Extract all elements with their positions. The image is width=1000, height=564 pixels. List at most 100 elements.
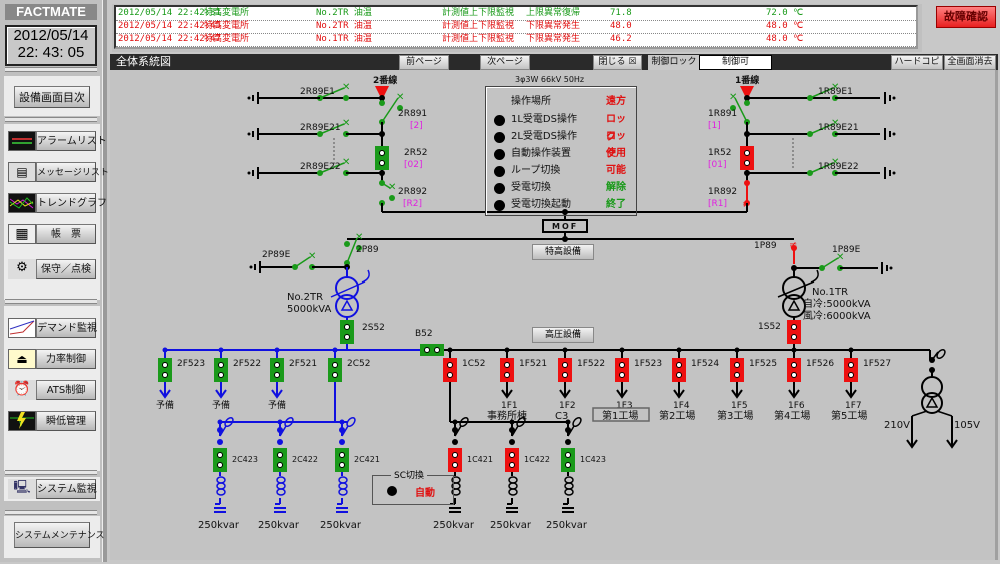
circuit-breaker-b52[interactable]	[420, 344, 444, 356]
device-label: 1F524	[691, 359, 719, 369]
circuit-breaker-1f525[interactable]	[730, 358, 744, 382]
voltage-dip-management-button[interactable]: 瞬低管理	[36, 411, 96, 431]
next-page-button[interactable]: 次ページ	[480, 55, 530, 70]
breaker-contact	[565, 452, 571, 458]
circuit-breaker-2c52[interactable]	[328, 358, 342, 382]
circuit-breaker-1r52[interactable]	[740, 146, 754, 170]
breaker-contact	[447, 362, 453, 368]
disconnector-blade-icon: ✕	[342, 82, 350, 93]
junction-dot	[247, 96, 251, 100]
device-label: 1C52	[462, 359, 485, 369]
disconnector-blade-icon: ✕	[308, 251, 316, 262]
status-indicator-icon	[494, 149, 505, 160]
device-label: 2P89	[356, 245, 379, 255]
line2-label: 2番線	[373, 74, 397, 86]
circuit-breaker-2f521[interactable]	[270, 358, 284, 382]
report-button[interactable]: 帳 票	[36, 224, 96, 244]
junction-dot	[730, 105, 736, 111]
alarm-list-button[interactable]: アラームリスト	[36, 131, 107, 151]
status-row: 受電切換解除	[494, 179, 634, 197]
circuit-breaker-1f523[interactable]	[615, 358, 629, 382]
device-label: 1C421	[467, 455, 493, 464]
demand-monitor-button[interactable]: デマンド監視	[36, 318, 97, 338]
device-label: 2F522	[233, 359, 261, 369]
circuit-breaker-1f527[interactable]	[844, 358, 858, 382]
system-monitor-button[interactable]: システム監視	[36, 479, 97, 499]
circuit-breaker-2f522[interactable]	[214, 358, 228, 382]
bus-line	[330, 281, 366, 298]
breaker-contact	[791, 334, 797, 340]
junction-dot	[744, 100, 750, 106]
circuit-breaker-1f526[interactable]	[787, 358, 801, 382]
circuit-breaker-1f521[interactable]	[500, 358, 514, 382]
breaker-contact	[217, 452, 223, 458]
circuit-breaker-1f524[interactable]	[672, 358, 686, 382]
selected-load-frame[interactable]	[592, 407, 650, 422]
device-label: 2R89E1	[300, 87, 335, 97]
system-maintenance-button[interactable]: システムメンテナンス	[14, 522, 105, 548]
circuit-breaker-1c423[interactable]	[561, 448, 575, 472]
control-lock-button[interactable]: 制御ロック	[648, 55, 700, 70]
prev-page-button[interactable]: 前ページ	[399, 55, 449, 70]
maintenance-check-button[interactable]: 保守／点検	[36, 259, 96, 279]
circuit-breaker-1s52[interactable]	[787, 320, 801, 344]
circuit-breaker-2r52[interactable]	[375, 146, 389, 170]
hv-equipment-button[interactable]: 高圧設備	[532, 327, 594, 343]
load-arrow-icon	[159, 389, 171, 399]
circuit-breaker-2c422[interactable]	[273, 448, 287, 472]
message-list-button[interactable]: メッセージリスト	[36, 162, 109, 182]
hardcopy-button[interactable]: ハードコピー	[891, 55, 943, 80]
clear-screen-button[interactable]: 全画面消去	[944, 55, 996, 70]
breaker-contact	[274, 372, 280, 378]
fuse-icon	[284, 416, 294, 428]
fuse-icon	[516, 416, 526, 428]
disconnector-blade-icon: ✕	[388, 182, 396, 193]
transformer-rating: 風冷:6000kVA	[803, 309, 871, 322]
device-label: 2F521	[289, 359, 317, 369]
equipment-index-button[interactable]: 設備画面目次	[14, 86, 90, 108]
breaker-contact	[744, 150, 750, 156]
reactor-coil-icon	[276, 482, 286, 490]
power-factor-meter-icon: ⏏	[8, 349, 36, 369]
close-button[interactable]: 閉じる ☒	[593, 55, 642, 70]
transformer-tr1-icon[interactable]	[782, 276, 806, 300]
tap-changer-icon	[361, 269, 370, 283]
circuit-breaker-1c52[interactable]	[443, 358, 457, 382]
circuit-breaker-2c423[interactable]	[213, 448, 227, 472]
clock-date: 2012/05/14	[13, 27, 89, 44]
alarm-location: 特高変電所	[204, 21, 250, 31]
supply-spec: 3φ3W 66kV 50Hz	[515, 75, 584, 84]
junction-dot	[565, 439, 571, 445]
breaker-contact	[744, 160, 750, 166]
separator	[5, 117, 97, 122]
reactor-coil-icon	[338, 488, 348, 496]
ats-control-button[interactable]: ATS制御	[36, 380, 96, 400]
circuit-breaker-2s52[interactable]	[340, 320, 354, 344]
bus-line	[567, 425, 575, 437]
circuit-breaker-1c422[interactable]	[505, 448, 519, 472]
breaker-contact	[452, 452, 458, 458]
circuit-breaker-2c421[interactable]	[335, 448, 349, 472]
breaker-contact	[277, 462, 283, 468]
trend-graph-button[interactable]: トレンドグラフ	[36, 193, 107, 213]
clock-display: 2012/05/14 22: 43: 05	[5, 25, 97, 66]
device-label: 1F527	[863, 359, 891, 369]
junction-dot	[509, 439, 515, 445]
breaker-contact	[734, 372, 740, 378]
device-label: 2R891	[398, 109, 427, 119]
breaker-contact	[848, 372, 854, 378]
voltage-label: 105V	[954, 420, 980, 431]
power-factor-control-button[interactable]: 力率制御	[36, 349, 96, 369]
circuit-breaker-1f522[interactable]	[558, 358, 572, 382]
circuit-breaker-2f523[interactable]	[158, 358, 172, 382]
fault-acknowledge-button[interactable]: 故障確認	[936, 6, 996, 28]
transformer-tr2-icon[interactable]	[335, 276, 359, 300]
device-label: 1F523	[634, 359, 662, 369]
capacitor-rating: 250kvar	[433, 520, 475, 531]
sc-switch-panel[interactable]: SC切換 自動	[372, 468, 454, 505]
ehv-equipment-button[interactable]: 特高設備	[532, 244, 594, 260]
circuit-breaker-1c421[interactable]	[448, 448, 462, 472]
